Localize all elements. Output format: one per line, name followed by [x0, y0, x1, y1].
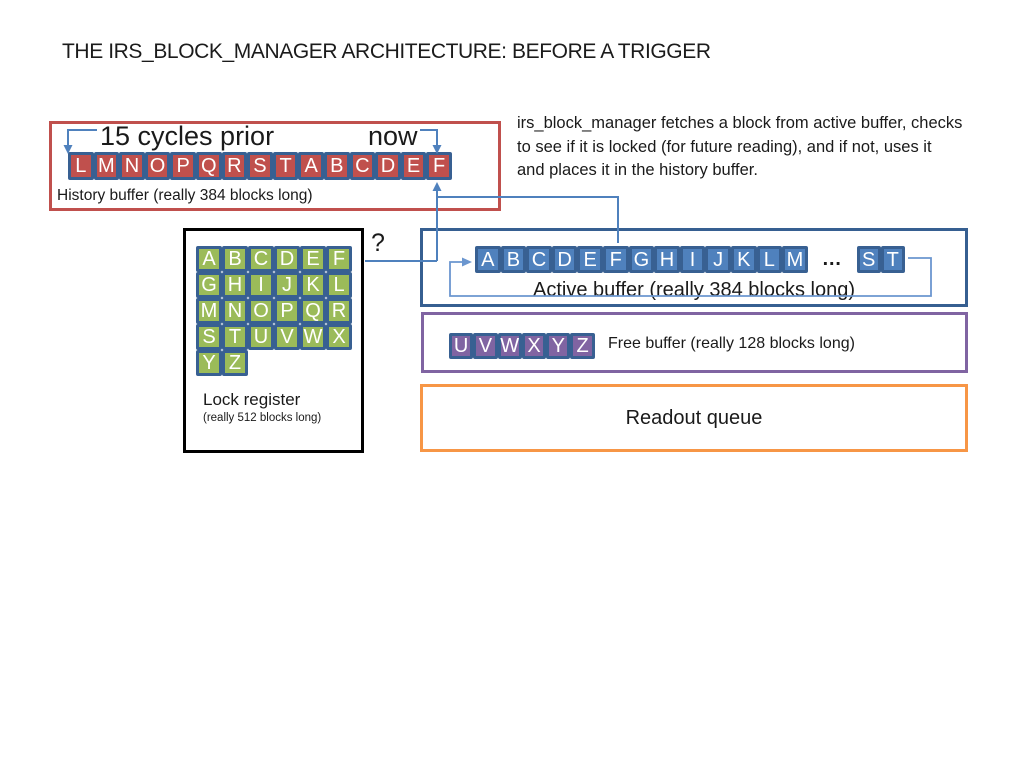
block-t: T: [222, 324, 248, 350]
block-j: J: [274, 272, 300, 298]
block-z: Z: [222, 350, 248, 376]
block-i: I: [248, 272, 274, 298]
block-w: W: [497, 333, 522, 359]
history-buffer-box: [49, 121, 501, 211]
block-g: G: [196, 272, 222, 298]
block-u: U: [248, 324, 274, 350]
block-l: L: [68, 152, 94, 180]
block-q: Q: [195, 152, 222, 180]
readout-queue-caption: Readout queue: [625, 406, 763, 429]
block-l: L: [756, 246, 783, 273]
block-s: S: [856, 246, 881, 273]
block-c: C: [248, 246, 274, 272]
question-mark: ?: [371, 229, 385, 257]
block-j: J: [705, 246, 731, 273]
block-e: E: [300, 246, 326, 272]
block-m: M: [782, 246, 808, 273]
block-o: O: [144, 152, 171, 180]
block-r: R: [326, 298, 352, 324]
block-m: M: [196, 298, 222, 324]
block-h: H: [222, 272, 248, 298]
block-a: A: [298, 152, 324, 180]
block-d: D: [375, 152, 401, 180]
block-y: Y: [196, 350, 222, 376]
block-t: T: [880, 246, 905, 273]
block-u: U: [449, 333, 474, 359]
block-s: S: [247, 152, 273, 180]
block-o: O: [248, 298, 274, 324]
lock-register-caption: Lock register: [203, 390, 301, 409]
label-now: now: [368, 121, 418, 151]
block-p: P: [274, 298, 300, 324]
active-buffer-caption: Active buffer (really 384 blocks long): [532, 279, 855, 301]
free-buffer-box: [421, 312, 968, 373]
active-buffer-box: [420, 228, 968, 307]
block-r: R: [221, 152, 248, 180]
block-t: T: [272, 152, 299, 180]
block-b: B: [500, 246, 527, 273]
block-a: A: [196, 246, 222, 272]
block-e: E: [400, 152, 427, 180]
block-n: N: [119, 152, 145, 180]
block-n: N: [222, 298, 248, 324]
block-d: D: [274, 246, 300, 272]
block-m: M: [93, 152, 120, 180]
block-f: F: [426, 152, 452, 180]
block-k: K: [300, 272, 326, 298]
active-buffer-ellipsis: …: [821, 248, 843, 270]
lock-register-subcaption: (really 512 blocks long): [203, 412, 322, 424]
block-l: L: [326, 272, 352, 298]
block-d: D: [551, 246, 578, 273]
block-p: P: [170, 152, 196, 180]
block-c: C: [526, 246, 552, 273]
block-w: W: [300, 324, 326, 350]
block-f: F: [602, 246, 629, 273]
block-h: H: [654, 246, 680, 273]
block-v: V: [274, 324, 300, 350]
block-v: V: [473, 333, 498, 359]
block-i: I: [679, 246, 706, 273]
label-15-cycles-prior: 15 cycles prior: [100, 121, 275, 151]
block-q: Q: [300, 298, 326, 324]
block-a: A: [475, 246, 501, 273]
block-e: E: [577, 246, 603, 273]
readout-queue-box: Readout queue: [420, 384, 968, 452]
free-buffer-caption: Free buffer (really 128 blocks long): [608, 335, 855, 352]
block-f: F: [326, 246, 352, 272]
lock-register-box: [183, 228, 364, 453]
block-x: X: [326, 324, 352, 350]
history-buffer-caption: History buffer (really 384 blocks long): [57, 187, 313, 204]
block-y: Y: [546, 333, 571, 359]
block-c: C: [349, 152, 376, 180]
block-k: K: [730, 246, 757, 273]
block-b: B: [222, 246, 248, 272]
block-g: G: [628, 246, 655, 273]
slide-title: THE IRS_BLOCK_MANAGER ARCHITECTURE: BEFO…: [62, 40, 711, 63]
block-x: X: [521, 333, 547, 359]
block-b: B: [323, 152, 350, 180]
block-s: S: [196, 324, 222, 350]
description-text: irs_block_manager fetches a block from a…: [517, 114, 963, 179]
block-z: Z: [570, 333, 595, 359]
